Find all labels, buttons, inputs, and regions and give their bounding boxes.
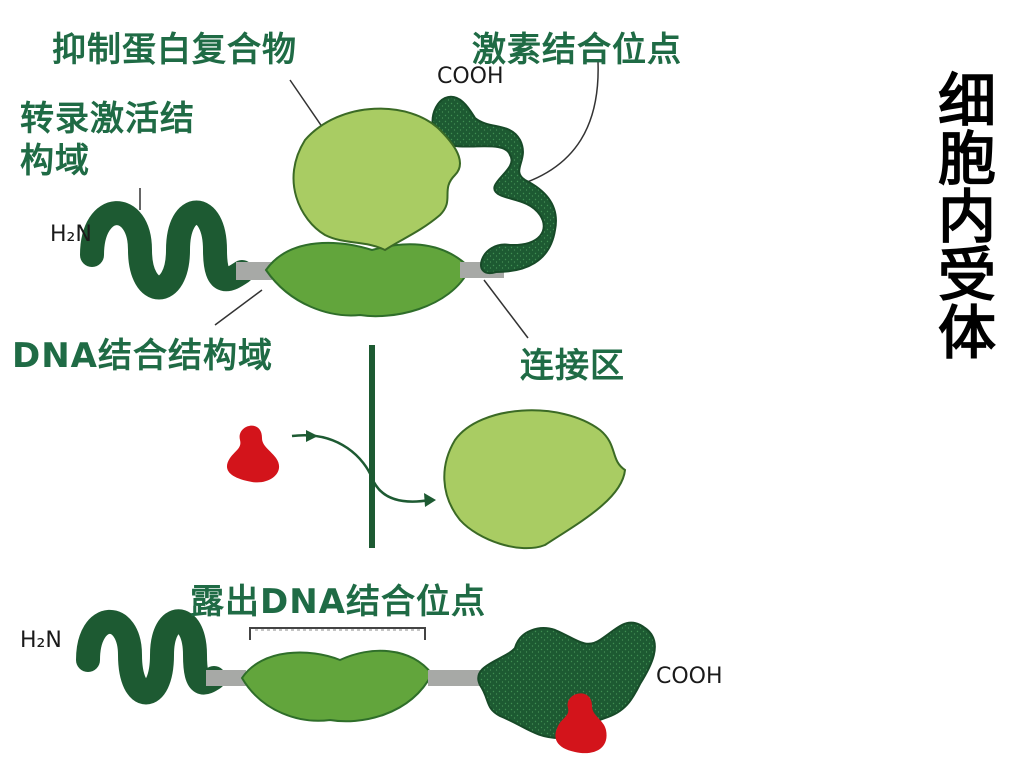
label-dna-binding-domain: DNA结合结构域 [12, 336, 273, 376]
linker-right-bottom [428, 670, 488, 686]
transactivation-domain-bottom [76, 609, 226, 705]
label-h2n-bottom: H₂N [20, 628, 62, 653]
dna-binding-domain-bottom [240, 649, 434, 723]
label-cooh-bottom: COOH [656, 664, 723, 689]
side-title: 细胞内受体 [928, 70, 996, 360]
released-inhibitor [443, 409, 627, 550]
reaction-arrow-tail [306, 430, 318, 442]
hormone-binding-domain-bottom [477, 621, 656, 740]
linker-left-top [236, 262, 272, 280]
label-hormone-site: 激素结合位点 [472, 30, 682, 70]
inhibitor-protein-top [292, 107, 461, 252]
leader-hormone-site [507, 61, 599, 189]
linker-left-bottom [206, 670, 246, 686]
leader-linker [483, 279, 529, 339]
hormone-binding-domain-top [431, 95, 557, 275]
label-linker-region: 连接区 [520, 346, 625, 386]
label-exposed-dna-site: 露出DNA结合位点 [190, 582, 486, 622]
label-inhibitor-complex: 抑制蛋白复合物 [52, 30, 297, 70]
label-cooh-top: COOH [437, 64, 504, 89]
reaction-arrow-head [424, 493, 436, 507]
label-transactivation-domain: 转录激活结构域 [20, 99, 195, 181]
exposed-site-bracket [249, 627, 426, 640]
hormone-top [226, 425, 280, 483]
transactivation-domain-top [80, 200, 254, 300]
dna-binding-domain-top [264, 241, 472, 318]
leader-dna-binding [214, 289, 263, 326]
reaction-arrow [291, 433, 431, 503]
label-h2n-top: H₂N [50, 222, 92, 247]
hormone-bound [555, 693, 607, 754]
